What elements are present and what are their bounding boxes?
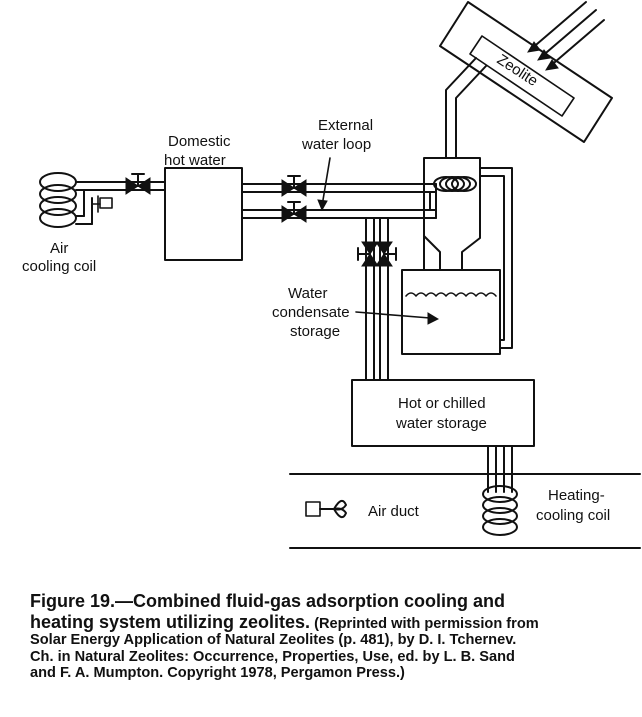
solar-collector: Zeolite	[439, 1, 613, 143]
external-loop-pointer	[317, 157, 331, 212]
heating-cooling-coil-icon	[482, 485, 518, 536]
collector-pipe	[445, 57, 487, 159]
system-diagram: Zeolite	[22, 1, 641, 549]
figure-caption: Figure 19.—Combined fluid-gas adsorption…	[30, 591, 640, 682]
external-water-loop-pipes	[241, 183, 437, 219]
air-duct	[289, 473, 641, 549]
valve-icon-riser-left	[357, 241, 379, 267]
external-water-loop-label-1: External	[318, 117, 373, 134]
water-condensate-label-1: Water	[288, 285, 327, 302]
domestic-hot-water-label-2: hot water	[164, 152, 226, 169]
hot-chilled-storage-label-2: water storage	[395, 415, 487, 432]
caption-citation-line-4: Ch. in Natural Zeolites: Occurrence, Pro…	[30, 648, 515, 665]
caption-title-line-2: heating system utilizing zeolites. (Repr…	[30, 612, 640, 633]
hot-chilled-storage-label-1: Hot or chilled	[398, 395, 486, 412]
caption-title-line-1: Figure 19.—Combined fluid-gas adsorption…	[30, 591, 506, 611]
air-cooling-coil-icon	[39, 172, 77, 228]
heating-cooling-coil-label-1: Heating-	[548, 487, 605, 504]
adsorber-coil-icon	[433, 176, 477, 192]
caption-citation-line-3: Solar Energy Application of Natural Zeol…	[30, 632, 517, 649]
valve-icon-upper	[281, 175, 307, 197]
caption-citation-line-5: and F. A. Mumpton. Copyright 1978, Perga…	[30, 665, 405, 682]
caption-citation-start: (Reprinted with permission from	[310, 615, 539, 632]
air-duct-label: Air duct	[368, 503, 420, 520]
air-cooling-coil-label-2: cooling coil	[22, 258, 96, 275]
valve-icon-lower	[281, 201, 307, 223]
water-condensate-label-3: storage	[290, 323, 340, 340]
fan-icon	[91, 195, 113, 213]
heating-cooling-coil-label-2: cooling coil	[536, 507, 610, 524]
domestic-hot-water-tank	[164, 167, 243, 261]
water-condensate-label-2: condensate	[272, 304, 350, 321]
valve-icon-riser-right	[375, 241, 397, 267]
storage-to-coil-pipes	[487, 445, 513, 493]
hot-chilled-storage-tank	[351, 379, 535, 447]
sun-rays-icon	[527, 1, 605, 71]
domestic-hot-water-label-1: Domestic	[168, 133, 231, 150]
air-cooling-coil-label-1: Air	[50, 240, 68, 257]
caption-title-line-2-bold: heating system utilizing zeolites.	[30, 611, 311, 632]
duct-fan-icon	[305, 499, 347, 519]
adsorber-unit	[401, 157, 513, 355]
coil-to-tank-pipes	[75, 181, 166, 225]
external-water-loop-label-2: water loop	[301, 136, 371, 153]
zeolite-label: Zeolite	[494, 51, 541, 90]
valve-icon-left	[125, 173, 151, 195]
condensate-pointer	[355, 311, 440, 325]
